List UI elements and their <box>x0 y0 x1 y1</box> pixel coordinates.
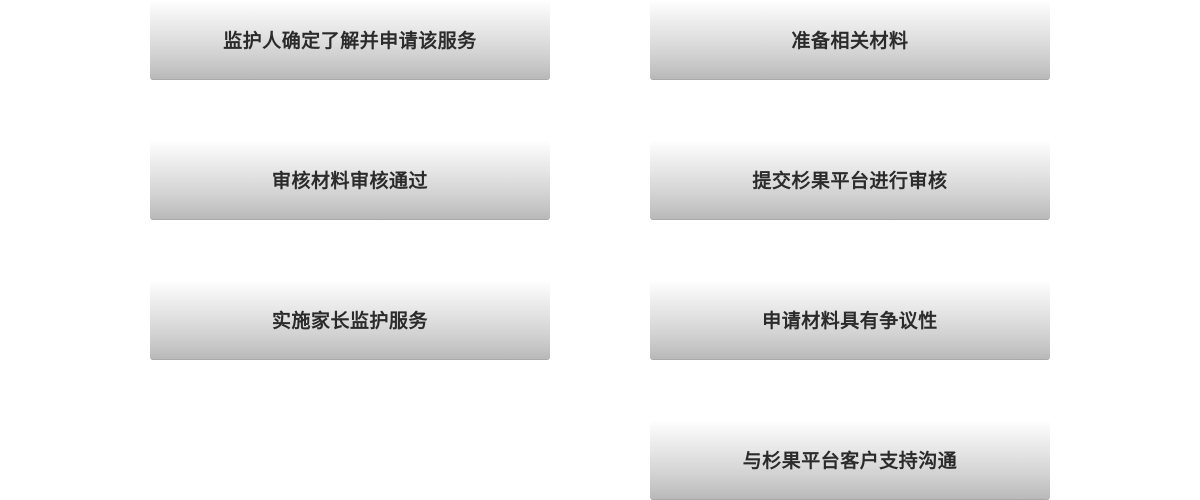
step-label: 监护人确定了解并申请该服务 <box>223 30 477 52</box>
step-label: 提交杉果平台进行审核 <box>752 170 948 192</box>
step-materials-disputed[interactable]: 申请材料具有争议性 <box>650 280 1050 360</box>
step-label: 审核材料审核通过 <box>271 170 428 192</box>
step-label: 申请材料具有争议性 <box>762 310 938 332</box>
step-submit-review[interactable]: 提交杉果平台进行审核 <box>650 140 1050 220</box>
step-label: 实施家长监护服务 <box>271 310 428 332</box>
step-contact-support[interactable]: 与杉果平台客户支持沟通 <box>650 420 1050 500</box>
step-prepare-materials[interactable]: 准备相关材料 <box>650 0 1050 80</box>
step-review-approved[interactable]: 审核材料审核通过 <box>150 140 550 220</box>
step-implement-guardianship[interactable]: 实施家长监护服务 <box>150 280 550 360</box>
step-apply-service[interactable]: 监护人确定了解并申请该服务 <box>150 0 550 80</box>
step-label: 与杉果平台客户支持沟通 <box>742 450 958 472</box>
step-label: 准备相关材料 <box>791 30 909 52</box>
